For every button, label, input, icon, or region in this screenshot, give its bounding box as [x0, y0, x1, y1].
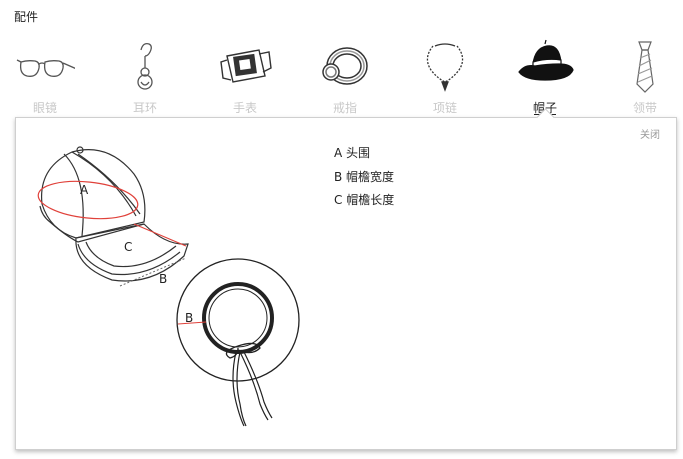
- size-guide-panel: 关闭 A C B: [15, 117, 677, 450]
- tab-tie[interactable]: 领带: [608, 36, 682, 118]
- diagram-label-b-sunhat: B: [185, 311, 193, 325]
- legend-item-brim-width: B 帽檐宽度: [334, 169, 395, 184]
- tab-hat[interactable]: 帽子: [508, 36, 582, 118]
- legend-item-brim-length: C 帽檐长度: [334, 193, 395, 207]
- legend-item-head-circumference: A 头围: [334, 146, 371, 160]
- hat-icon: [518, 39, 574, 81]
- hat-measurement-diagram: A C B B: [37, 146, 300, 427]
- tie-icon: [636, 41, 654, 93]
- tab-label: 眼镜: [32, 101, 57, 115]
- necklace-icon: [426, 43, 464, 92]
- sun-hat-illustration: [176, 258, 300, 427]
- glasses-icon: [16, 59, 75, 77]
- baseball-cap-illustration: [39, 146, 189, 282]
- tab-label: 手表: [232, 101, 257, 115]
- ring-icon: [322, 47, 368, 85]
- diagram-label-a: A: [80, 183, 89, 197]
- watch-icon: [220, 49, 272, 83]
- diagram-label-c: C: [124, 240, 132, 254]
- tab-ring[interactable]: 戒指: [308, 36, 382, 118]
- tab-label: 戒指: [332, 101, 357, 115]
- tab-label: 领带: [632, 101, 657, 115]
- tab-label: 项链: [432, 101, 457, 115]
- tab-earring[interactable]: 耳环: [108, 36, 182, 118]
- tab-label: 耳环: [132, 101, 157, 115]
- accessory-tabs: 眼镜 耳环 手表: [0, 36, 683, 118]
- measurement-legend: A 头围 B 帽檐宽度 C 帽檐长度: [334, 142, 394, 213]
- diagram-label-b: B: [159, 272, 167, 286]
- tab-glasses[interactable]: 眼镜: [8, 36, 82, 118]
- tab-necklace[interactable]: 项链: [408, 36, 482, 118]
- page-title: 配件: [14, 10, 39, 24]
- tab-label: 帽子: [508, 99, 582, 116]
- tab-watch[interactable]: 手表: [208, 36, 282, 118]
- close-button[interactable]: 关闭: [640, 130, 660, 141]
- earring-icon: [137, 42, 153, 90]
